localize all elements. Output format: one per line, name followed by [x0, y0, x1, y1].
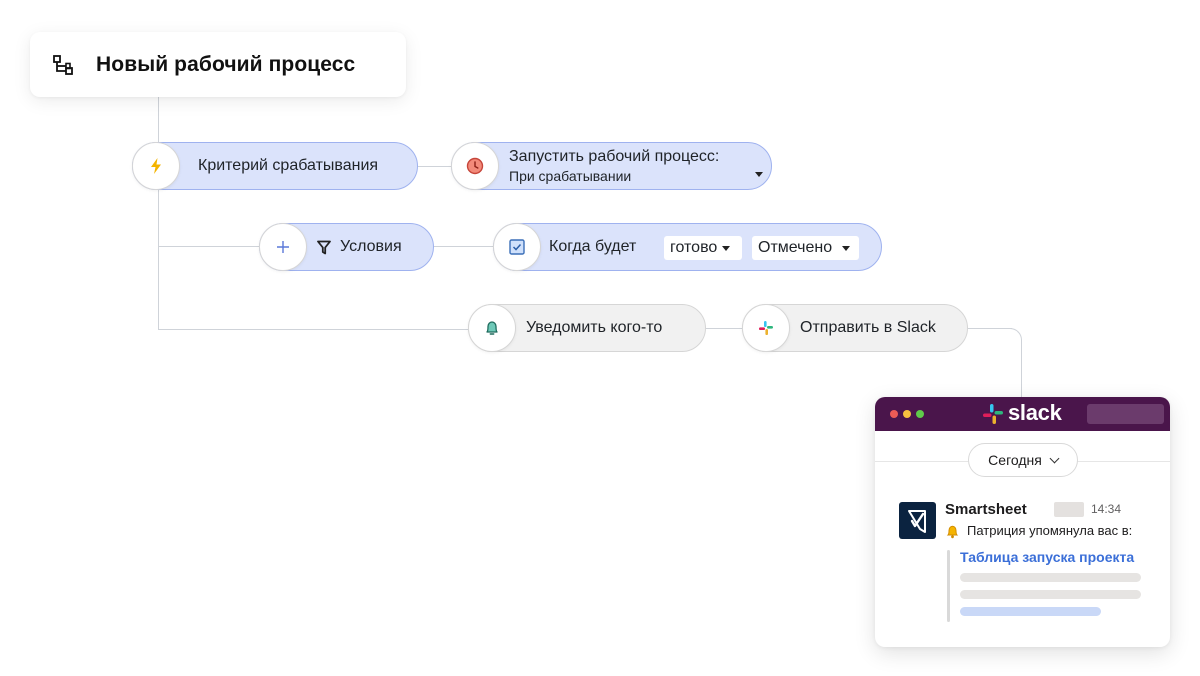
connector-main-vertical — [158, 97, 159, 330]
checkbox-icon — [509, 239, 525, 255]
conditions-label: Условия — [340, 238, 402, 255]
slack-logo-icon — [983, 404, 1003, 424]
slack-search-bar[interactable] — [1087, 404, 1164, 424]
message-text: Патриция упомянула вас в: — [967, 523, 1133, 538]
message-sender[interactable]: Smartsheet — [945, 501, 1027, 518]
attachment-quote-bar — [947, 550, 950, 622]
conditions-pill[interactable]: Условия — [259, 223, 434, 271]
lightning-icon — [151, 158, 161, 174]
sheet-link[interactable]: Таблица запуска проекта — [960, 549, 1135, 565]
state-value-dropdown[interactable]: Отмечено — [752, 236, 859, 260]
date-pill-label: Сегодня — [988, 452, 1042, 468]
page-title: Новый рабочий процесс — [96, 52, 356, 76]
slack-window: slack Сегодня Smartsheet 14:34 Патриция … — [875, 397, 1170, 647]
app-badge — [1054, 502, 1084, 517]
run-workflow-title: Запустить рабочий процесс: — [509, 148, 720, 165]
slack-logo-icon — [759, 321, 773, 335]
notify-icon-circle — [468, 304, 516, 352]
bell-icon — [946, 525, 959, 539]
send-slack-pill[interactable]: Отправить в Slack — [742, 304, 968, 352]
field-value-dropdown[interactable]: готово — [664, 236, 742, 260]
trigger-pill[interactable]: Критерий срабатывания — [132, 142, 418, 190]
connector-to-notify — [158, 329, 470, 330]
smartsheet-logo-icon — [908, 510, 926, 533]
chevron-down-icon — [1049, 453, 1060, 463]
placeholder-line — [960, 573, 1141, 582]
send-slack-label: Отправить в Slack — [800, 319, 936, 336]
avatar[interactable] — [899, 502, 936, 539]
workflow-title-card: Новый рабочий процесс — [30, 32, 406, 97]
workflow-icon — [53, 54, 73, 75]
run-workflow-dropdown-caret[interactable] — [755, 172, 763, 177]
connector-trigger-run — [418, 166, 452, 167]
when-condition-pill[interactable]: Когда будет готово Отмечено — [493, 223, 882, 271]
minimize-dot-icon[interactable] — [903, 410, 911, 418]
date-pill[interactable]: Сегодня — [968, 443, 1078, 477]
placeholder-line — [960, 607, 1101, 616]
when-label: Когда будет — [549, 238, 637, 255]
slack-wordmark: slack — [1008, 400, 1062, 425]
trigger-icon-circle — [132, 142, 180, 190]
filter-icon — [317, 240, 331, 255]
bell-icon — [486, 321, 498, 335]
notify-label: Уведомить кого-то — [526, 319, 663, 336]
trigger-label: Критерий срабатывания — [198, 157, 379, 174]
slack-titlebar: slack — [875, 397, 1170, 431]
connector-send-slack-h — [968, 328, 1012, 329]
state-value-caret — [842, 245, 851, 251]
placeholder-line — [960, 590, 1141, 599]
close-dot-icon[interactable] — [890, 410, 898, 418]
connector-notify-send — [706, 328, 743, 329]
field-value-caret — [722, 245, 731, 251]
message-time: 14:34 — [1091, 502, 1122, 516]
connector-conditions-when — [434, 246, 494, 247]
notify-pill[interactable]: Уведомить кого-то — [468, 304, 706, 352]
clock-icon — [466, 157, 484, 175]
when-icon-circle — [493, 223, 541, 271]
state-value: Отмечено — [758, 239, 833, 256]
maximize-dot-icon[interactable] — [916, 410, 924, 418]
plus-icon — [277, 241, 289, 253]
run-icon-circle — [451, 142, 499, 190]
run-workflow-pill[interactable]: Запустить рабочий процесс: При срабатыва… — [451, 142, 772, 190]
field-value: готово — [670, 239, 718, 256]
slack-icon-circle — [742, 304, 790, 352]
connector-send-slack-corner — [1002, 328, 1022, 348]
connector-send-slack-v — [1021, 347, 1022, 397]
run-workflow-value[interactable]: При срабатывании — [509, 168, 632, 184]
add-condition-button[interactable] — [259, 223, 307, 271]
connector-to-conditions — [158, 246, 260, 247]
